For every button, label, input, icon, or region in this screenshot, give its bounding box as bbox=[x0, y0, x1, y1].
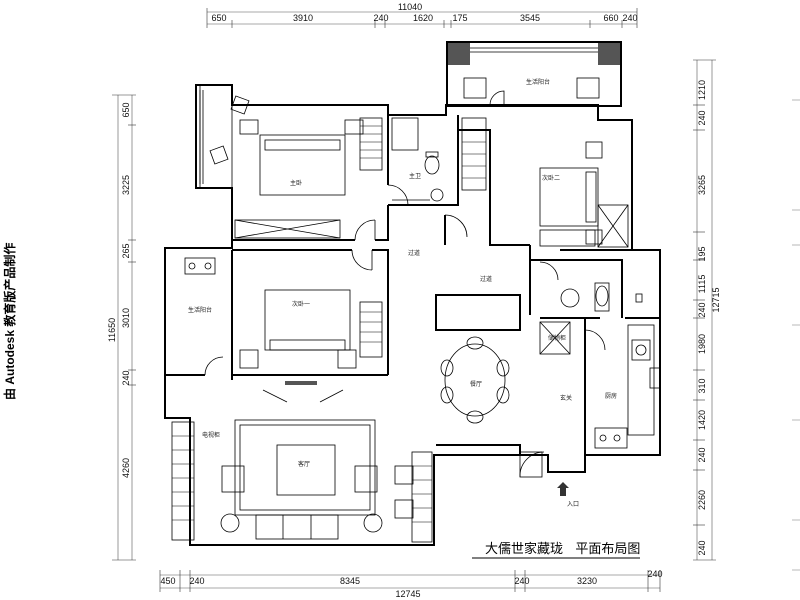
top-balcony: 生活阳台 bbox=[463, 77, 600, 106]
watermark-text: 由 Autodesk 教育版产品制作 bbox=[2, 243, 17, 400]
room-label-balcony-left: 生活阳台 bbox=[188, 306, 212, 314]
dim-right-9: 1420 bbox=[697, 410, 707, 430]
dim-right-11: 2260 bbox=[697, 490, 707, 510]
top-dimension-chain: 11040 650 3910 240 1620 175 3545 660 240 bbox=[206, 2, 638, 28]
dim-bottom-5: 3230 bbox=[577, 576, 597, 586]
bedroom-one: 次卧一 bbox=[239, 249, 383, 369]
dim-left-5: 240 bbox=[121, 370, 131, 385]
master-bedroom: 主卧 bbox=[209, 95, 383, 241]
dim-top-7: 660 bbox=[603, 13, 618, 23]
left-balcony-lower: 生活阳台 bbox=[184, 257, 216, 314]
dim-left-4: 3010 bbox=[121, 308, 131, 328]
right-dimension-chain: 1210 240 3265 195 1115 240 1980 310 1420… bbox=[693, 59, 721, 561]
dim-right-10: 240 bbox=[697, 447, 707, 462]
dim-left-6: 4260 bbox=[121, 458, 131, 478]
room-label-tv-cabinet: 电视柜 bbox=[202, 431, 220, 439]
dim-right-1: 1210 bbox=[697, 80, 707, 100]
dim-left-1: 650 bbox=[121, 102, 131, 117]
room-label-living: 客厅 bbox=[298, 460, 310, 468]
dim-right-7: 1980 bbox=[697, 334, 707, 354]
room-label-master: 主卧 bbox=[290, 179, 302, 187]
room-label-kitchen: 厨房 bbox=[605, 392, 617, 400]
dim-top-6: 3545 bbox=[520, 13, 540, 23]
bathroom-right bbox=[539, 261, 643, 312]
dim-bottom-total: 12745 bbox=[395, 589, 420, 599]
dim-bottom-4: 240 bbox=[514, 576, 529, 586]
dim-right-8: 310 bbox=[697, 378, 707, 393]
dim-right-4: 195 bbox=[697, 246, 707, 261]
dim-right-5: 1115 bbox=[697, 275, 707, 294]
dim-right-total: 12715 bbox=[711, 287, 721, 312]
dim-right-6: 240 bbox=[697, 302, 707, 317]
kitchen: 厨房 bbox=[594, 324, 661, 449]
room-label-master-bath: 主卫 bbox=[409, 172, 421, 180]
dim-top-total: 11040 bbox=[398, 2, 422, 12]
entry-area: 玄关 入口 bbox=[519, 394, 579, 508]
living-room: 客厅 电视柜 bbox=[171, 381, 433, 543]
dining-room: 餐厅 bbox=[440, 336, 510, 424]
dim-left-3: 265 bbox=[121, 243, 131, 258]
room-label-corridor-right: 过道 bbox=[480, 275, 492, 283]
entry-arrow-icon bbox=[557, 482, 569, 496]
entry-label: 入口 bbox=[567, 501, 579, 508]
dim-left-2: 3225 bbox=[121, 175, 131, 195]
column-top-right bbox=[598, 43, 620, 65]
dim-top-3: 240 bbox=[373, 13, 388, 23]
dim-top-2: 3910 bbox=[293, 13, 313, 23]
storage-cabinet: 储物柜 bbox=[539, 321, 606, 355]
dim-right-2: 240 bbox=[697, 110, 707, 125]
room-label-balcony-top: 生活阳台 bbox=[526, 78, 550, 86]
room-label-storage: 储物柜 bbox=[548, 334, 566, 342]
dim-bottom-3: 8345 bbox=[340, 576, 360, 586]
drawing-title: 大儒世家藏珑 平面布局图 bbox=[485, 541, 640, 557]
right-margin-marks bbox=[792, 99, 800, 571]
wardrobe-center bbox=[461, 117, 487, 191]
interior-walls bbox=[165, 115, 660, 455]
room-label-corridor-left: 过道 bbox=[408, 249, 420, 257]
left-balcony bbox=[199, 84, 233, 189]
dim-top-8: 240 bbox=[622, 13, 637, 23]
left-dimension-chain: 650 3225 265 3010 240 4260 11650 bbox=[107, 94, 136, 561]
balcony-door-arc bbox=[204, 356, 224, 376]
dim-right-3: 3265 bbox=[697, 175, 707, 195]
dim-right-12: 240 bbox=[697, 540, 707, 555]
dim-top-1: 650 bbox=[211, 13, 226, 23]
second-bedroom: 次卧二 bbox=[444, 141, 629, 248]
exterior-walls bbox=[164, 41, 661, 546]
dim-bottom-1: 450 bbox=[160, 576, 175, 586]
dim-bottom-2: 240 bbox=[189, 576, 204, 586]
room-label-second-bed: 次卧二 bbox=[542, 174, 560, 182]
room-label-bed-one: 次卧一 bbox=[292, 300, 310, 308]
master-bath: 主卫 bbox=[387, 117, 444, 206]
room-label-entry: 玄关 bbox=[560, 394, 572, 402]
room-label-dining: 餐厅 bbox=[470, 380, 482, 388]
drawing-title-block: 大儒世家藏珑 平面布局图 bbox=[472, 541, 640, 559]
dim-top-5: 175 bbox=[452, 13, 467, 23]
dim-bottom-6: 240 bbox=[647, 569, 662, 579]
dim-left-total: 11650 bbox=[107, 318, 117, 342]
dim-top-4: 1620 bbox=[413, 13, 433, 23]
bottom-dimension-chain: 450 240 8345 240 3230 240 12745 bbox=[159, 569, 663, 599]
column-top-left bbox=[448, 43, 470, 65]
